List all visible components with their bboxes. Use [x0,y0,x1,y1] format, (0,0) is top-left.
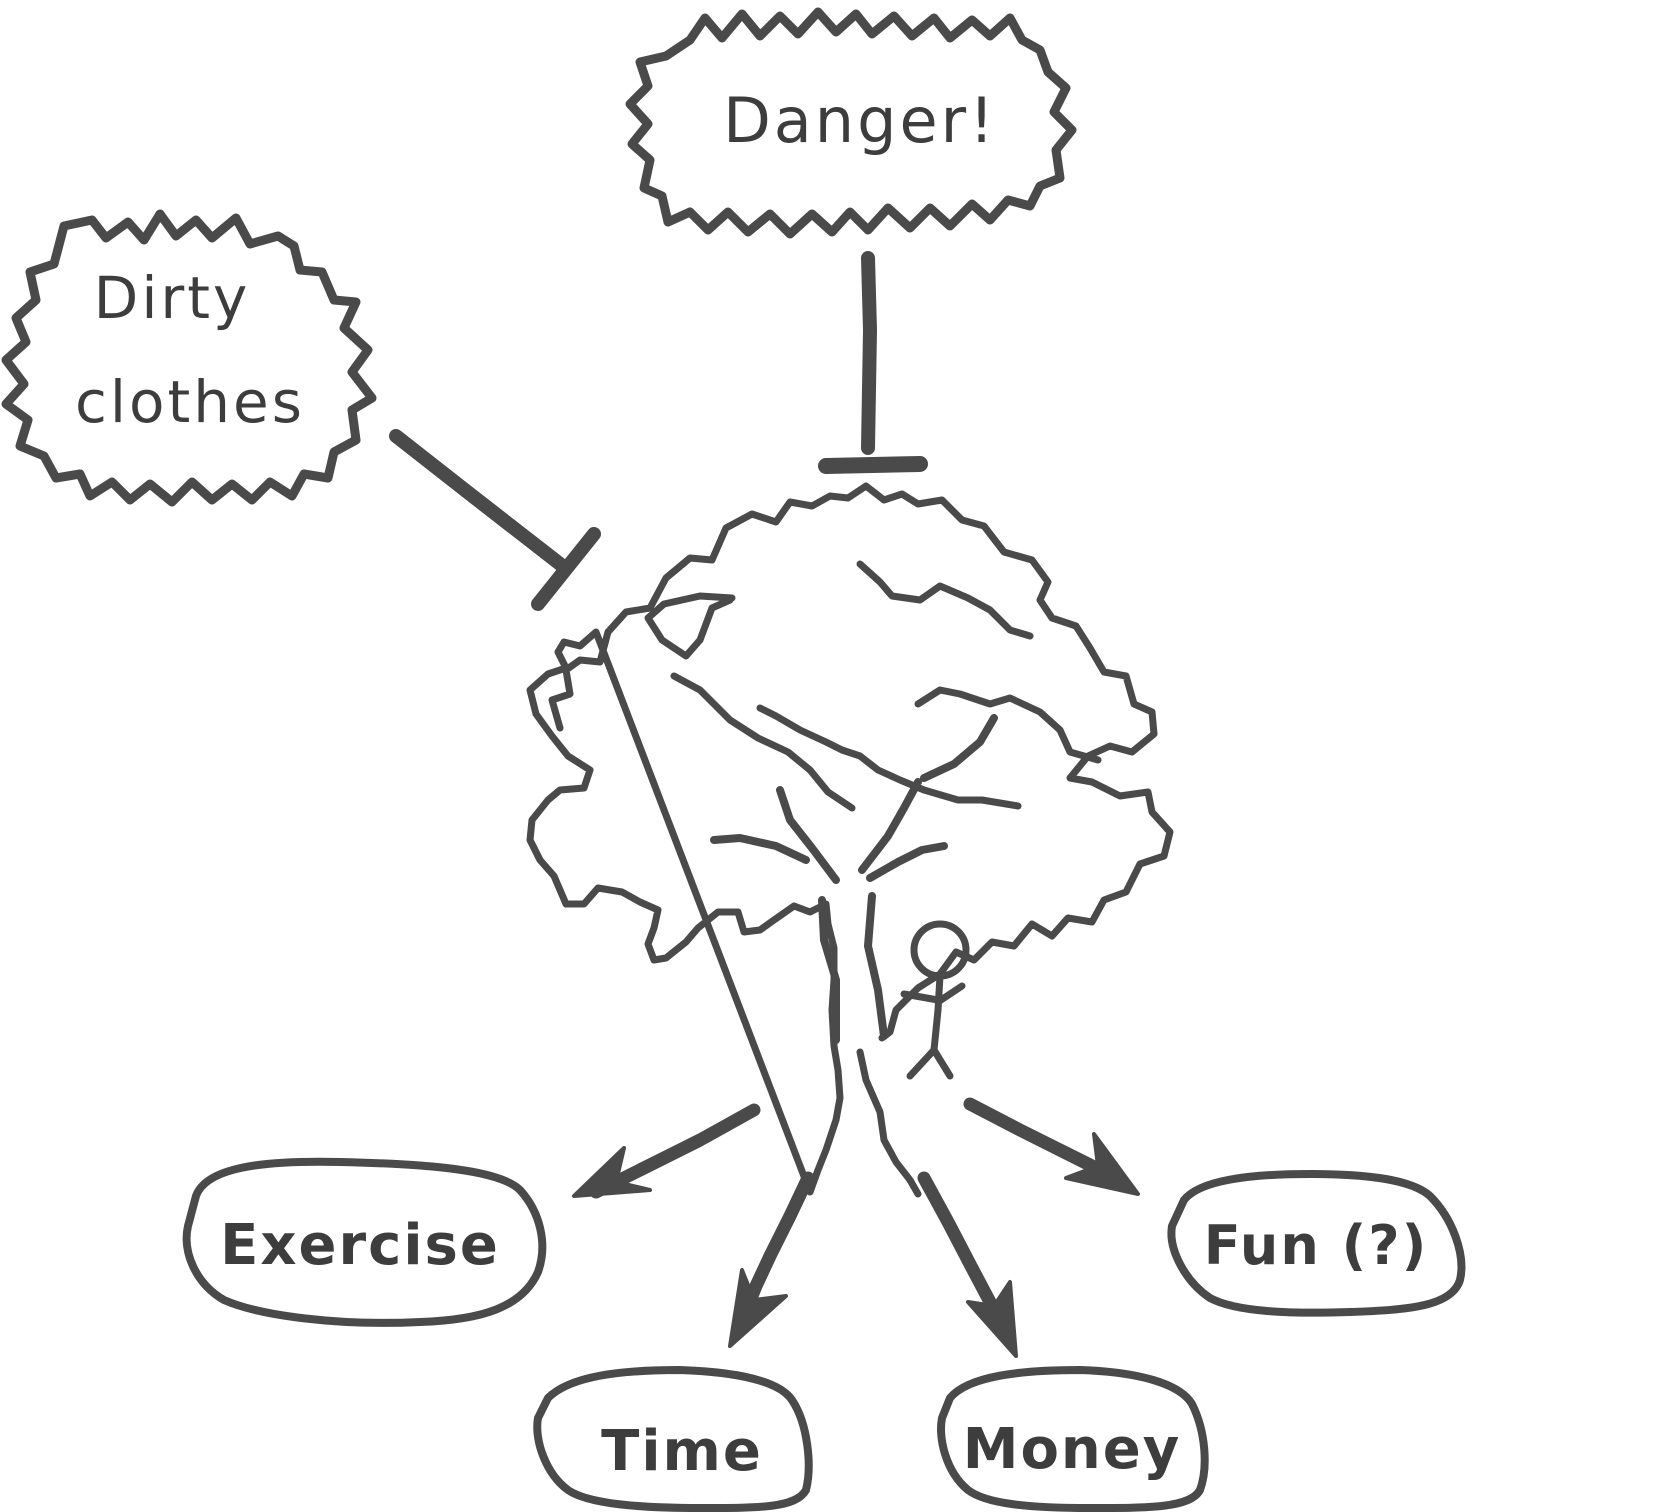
arrow-to-money [917,1171,1018,1358]
tree-inner-lobes [644,560,1102,812]
danger-burst-outline [625,7,1077,239]
arrow-to-time-head [728,1268,788,1348]
arrow-to-fun [963,1097,1140,1196]
danger-inhibit-bar [818,456,928,474]
person-figure [900,920,970,1080]
time-node: Time [533,1366,813,1512]
tree-trunk [710,714,998,1044]
exercise-node: Exercise [182,1157,547,1327]
danger-burst: Danger! [625,7,1077,239]
money-node-outline [937,1366,1209,1512]
fun-label: Fun (?) [1204,1214,1429,1277]
arrow-to-exercise-head [572,1146,652,1198]
arrow-to-fun-head [1064,1132,1140,1196]
money-node: Money [937,1366,1209,1512]
time-node-outline [533,1366,813,1512]
danger-inhibit-edge [818,251,928,474]
arrow-to-money-head [966,1280,1018,1358]
clothes-label: clothes [75,368,305,436]
dirty-clothes-inhibit-line [389,429,567,571]
arrow-to-fun-line [963,1097,1107,1177]
person-body [900,972,966,1080]
arrow-to-exercise [572,1103,761,1199]
tree-icon [526,482,1174,1198]
dirty-clothes-burst-outline [1,209,377,507]
arrow-to-money-line [917,1171,997,1309]
danger-label: Danger! [723,84,997,157]
arrow-to-time [728,1171,815,1348]
time-label: Time [601,1419,763,1484]
fun-node: Fun (?) [1167,1170,1466,1317]
dirty-clothes-inhibit-edge [389,429,601,611]
dirty-clothes-burst: Dirty clothes [1,209,377,507]
dirty-clothes-inhibit-bar [531,527,601,611]
dirty-label: Dirty [94,264,251,332]
money-label: Money [963,1417,1182,1482]
fun-node-outline [1167,1170,1466,1317]
exercise-node-outline [182,1157,547,1327]
danger-inhibit-line [861,251,877,455]
exercise-label: Exercise [220,1213,500,1278]
tree-canopy [526,482,1174,1198]
